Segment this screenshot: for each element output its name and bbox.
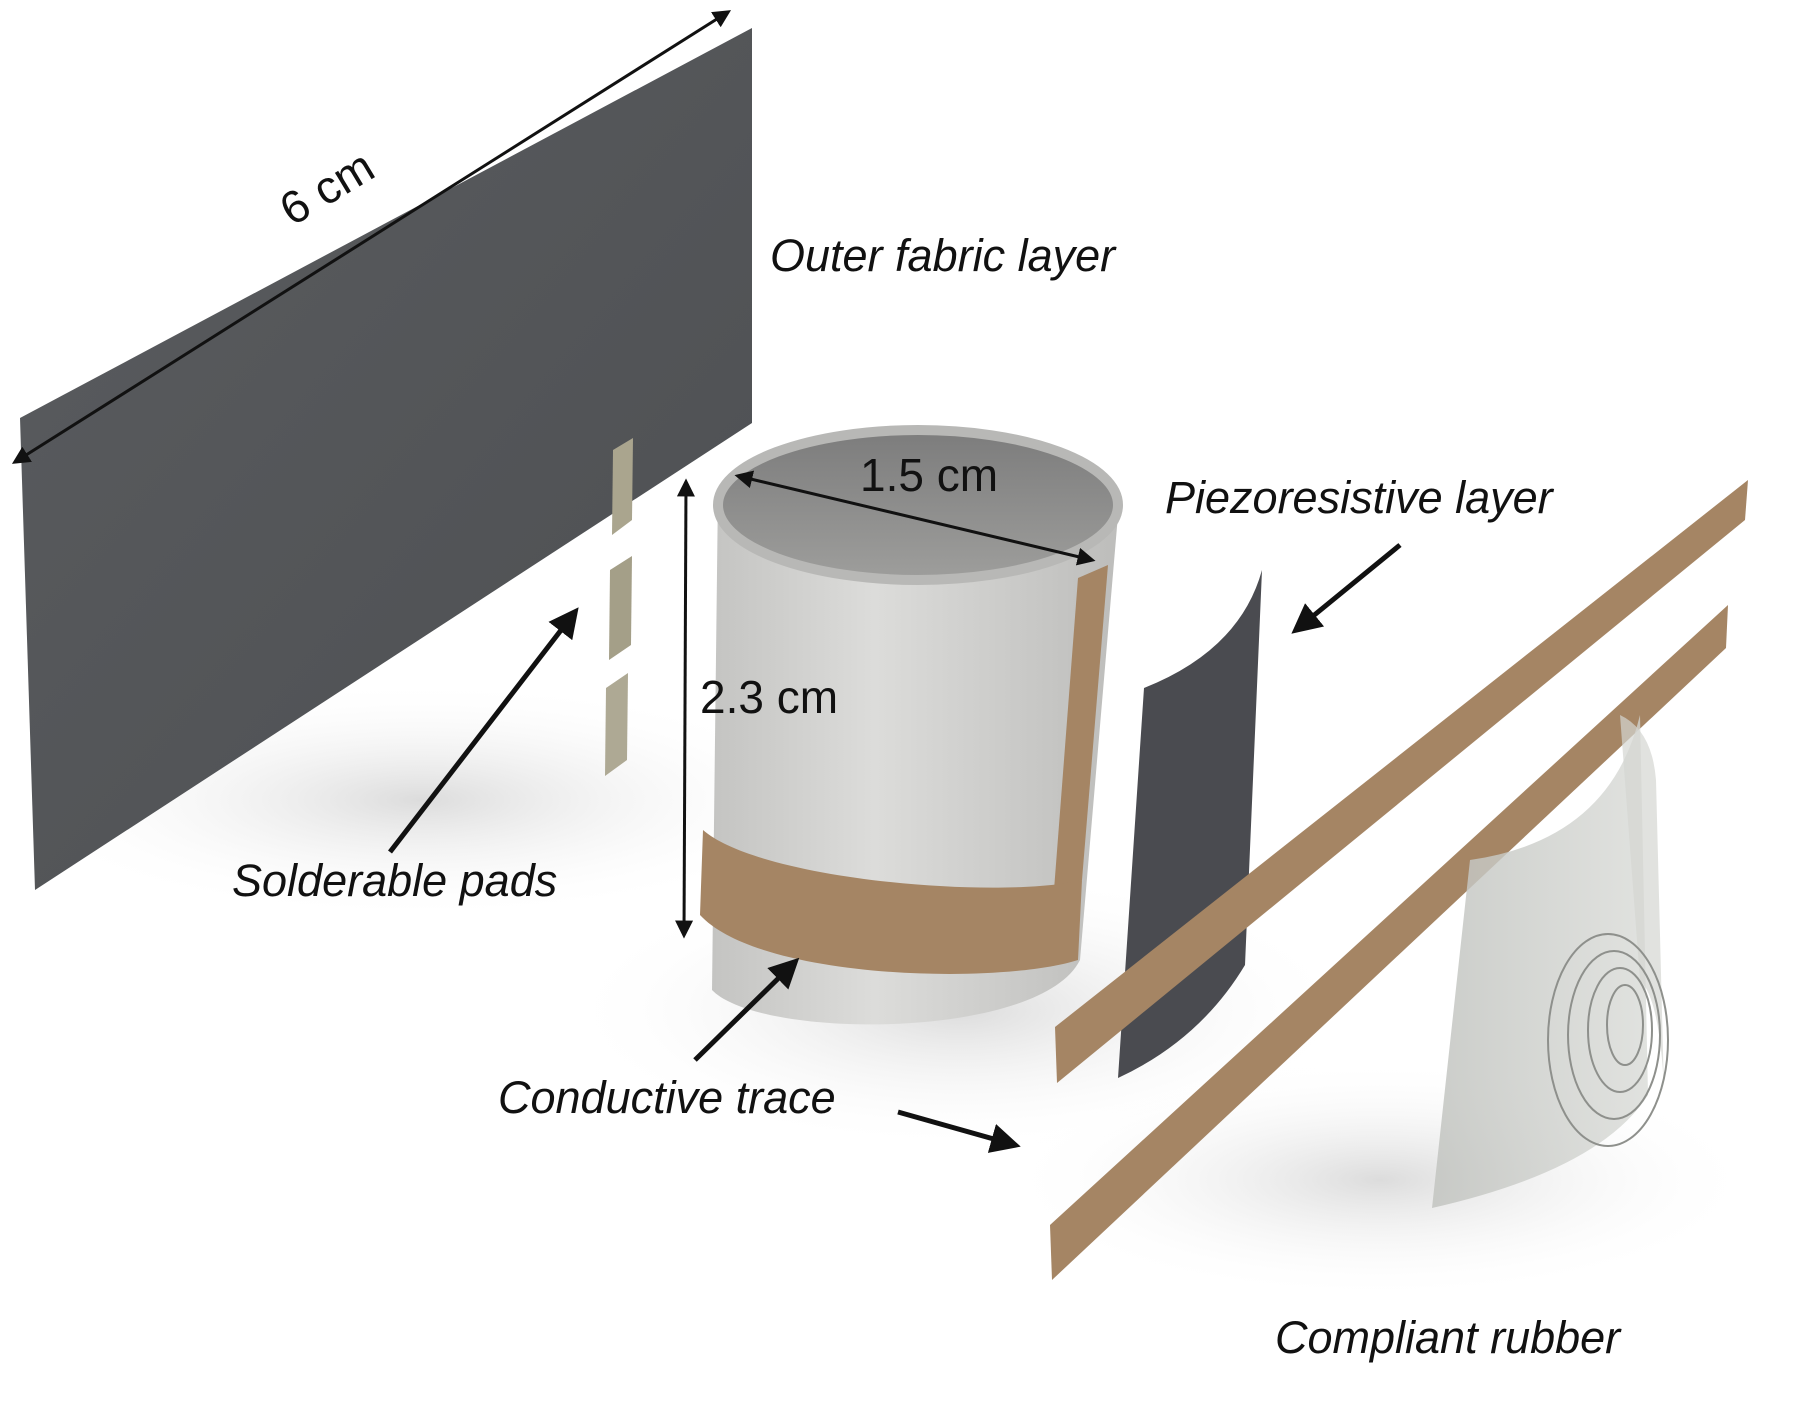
dimension-label-height: 2.3 cm — [700, 671, 839, 723]
solderable-pad-1 — [612, 438, 633, 535]
conductive-trace-strip-upper — [1055, 480, 1748, 1083]
cylinder-trace-vertical — [1054, 565, 1108, 890]
cylinder-trace-band — [700, 830, 1082, 974]
dimension-arrow-diameter — [734, 470, 1096, 566]
label-piezoresistive-layer: Piezoresistive layer — [1165, 472, 1553, 523]
pointer-arrow-conductive-trace-strip — [897, 1109, 1021, 1153]
pointer-arrow-solderable-pads — [388, 607, 579, 854]
label-compliant-rubber: Compliant rubber — [1275, 1312, 1621, 1363]
rubber-spiral-pattern — [1547, 933, 1669, 1147]
compliant-rubber-sheet-back — [1620, 715, 1664, 1090]
solderable-pad-3 — [605, 673, 628, 776]
dimension-arrow-width — [11, 10, 732, 464]
label-conductive-trace: Conductive trace — [498, 1072, 836, 1123]
solderable-pad-2 — [609, 556, 632, 660]
dimension-label-diameter: 1.5 cm — [860, 449, 999, 501]
pointer-arrow-piezoresistive — [1291, 543, 1402, 634]
label-solderable-pads: Solderable pads — [232, 855, 558, 906]
dimension-arrow-height — [675, 478, 695, 939]
pointer-arrow-conductive-trace-band — [693, 957, 800, 1062]
compliant-rubber-sheet — [1432, 715, 1648, 1208]
label-outer-fabric-layer: Outer fabric layer — [770, 230, 1116, 281]
conductive-trace-strip-lower — [1050, 605, 1728, 1280]
